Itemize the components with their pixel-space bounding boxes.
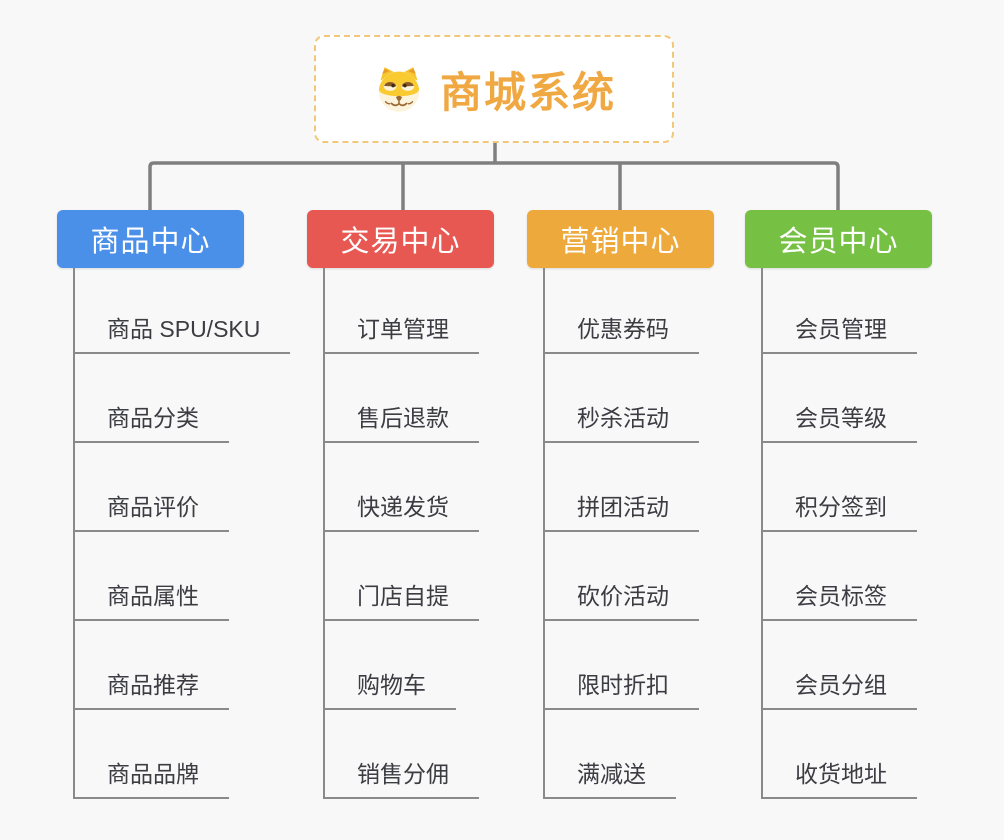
child-node[interactable]: 购物车 <box>325 670 456 710</box>
child-node[interactable]: 收货地址 <box>763 759 917 799</box>
branch-children-marketing: 优惠券码 秒杀活动 拼团活动 砍价活动 限时折扣 满减送 <box>543 268 714 799</box>
child-node[interactable]: 售后退款 <box>325 403 479 443</box>
branch-children-member: 会员管理 会员等级 积分签到 会员标签 会员分组 收货地址 <box>761 268 932 799</box>
child-node[interactable]: 砍价活动 <box>545 581 699 621</box>
child-node[interactable]: 满减送 <box>545 759 676 799</box>
child-node[interactable]: 限时折扣 <box>545 670 699 710</box>
child-node[interactable]: 商品品牌 <box>75 759 229 799</box>
child-node[interactable]: 会员管理 <box>763 314 917 354</box>
child-node[interactable]: 订单管理 <box>325 314 479 354</box>
branch-header-member[interactable]: 会员中心 <box>745 210 932 268</box>
child-node[interactable]: 积分签到 <box>763 492 917 532</box>
child-node[interactable]: 优惠券码 <box>545 314 699 354</box>
child-node[interactable]: 商品推荐 <box>75 670 229 710</box>
branch-bus-line <box>148 161 840 210</box>
branch-trade-center: 交易中心 订单管理 售后退款 快递发货 门店自提 购物车 销售分佣 <box>307 210 494 799</box>
child-node[interactable]: 商品评价 <box>75 492 229 532</box>
branch-member-center: 会员中心 会员管理 会员等级 积分签到 会员标签 会员分组 收货地址 <box>745 210 932 799</box>
branch-marketing-center: 营销中心 优惠券码 秒杀活动 拼团活动 砍价活动 限时折扣 满减送 <box>527 210 714 799</box>
child-node[interactable]: 会员标签 <box>763 581 917 621</box>
branch-header-marketing[interactable]: 营销中心 <box>527 210 714 268</box>
branch-header-trade[interactable]: 交易中心 <box>307 210 494 268</box>
child-node[interactable]: 门店自提 <box>325 581 479 621</box>
child-node[interactable]: 快递发货 <box>325 492 479 532</box>
root-title: 商城系统 <box>439 68 616 116</box>
branch-product-center: 商品中心 商品 SPU/SKU 商品分类 商品评价 商品属性 商品推荐 商品品牌 <box>57 210 291 799</box>
child-node[interactable]: 会员分组 <box>763 670 917 710</box>
branch-children-trade: 订单管理 售后退款 快递发货 门店自提 购物车 销售分佣 <box>323 268 494 799</box>
child-node[interactable]: 拼团活动 <box>545 492 699 532</box>
child-node[interactable]: 秒杀活动 <box>545 403 699 443</box>
child-node[interactable]: 商品分类 <box>75 403 229 443</box>
child-node[interactable]: 会员等级 <box>763 403 917 443</box>
root-node[interactable]: 商城系统 <box>314 35 674 143</box>
branch-children-product: 商品 SPU/SKU 商品分类 商品评价 商品属性 商品推荐 商品品牌 <box>73 268 291 799</box>
dog-icon <box>378 67 420 112</box>
child-node[interactable]: 商品属性 <box>75 581 229 621</box>
branch-header-product[interactable]: 商品中心 <box>57 210 244 268</box>
child-node[interactable]: 商品 SPU/SKU <box>75 314 291 354</box>
child-node[interactable]: 销售分佣 <box>325 759 479 799</box>
